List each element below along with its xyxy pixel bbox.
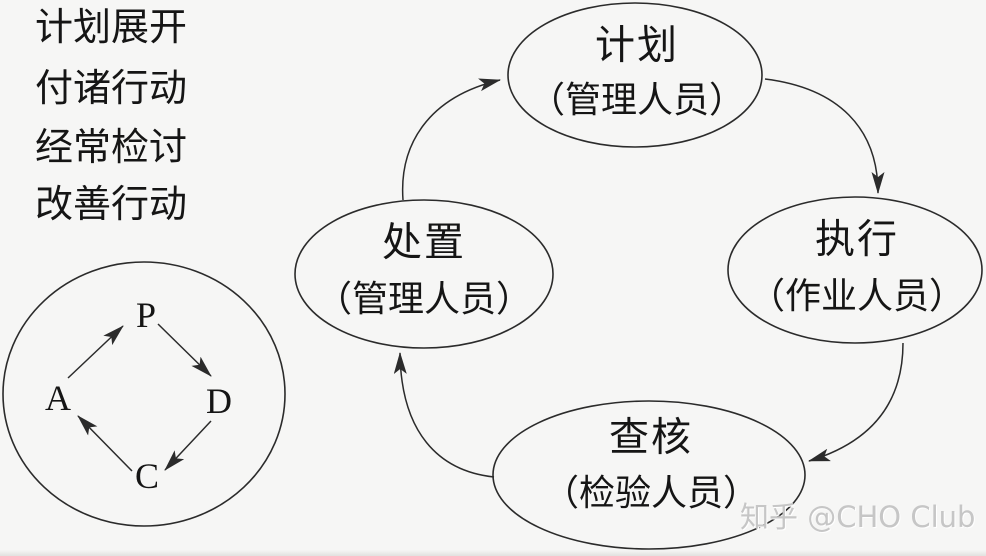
plan-node-title: 计划 [595, 23, 679, 68]
act-node-subtitle: （管理人员） [316, 279, 532, 319]
do-node-subtitle: （作业人员） [749, 276, 965, 316]
letter-a: A [45, 378, 71, 418]
note-line-3: 经常检讨 [35, 127, 187, 169]
arrow-check-to-act [393, 352, 495, 478]
arrow-p-to-d [157, 323, 212, 377]
note-line-1: 计划展开 [35, 7, 187, 49]
do-node-title: 执行 [815, 217, 899, 262]
arrow-c-to-a [77, 415, 133, 472]
arrow-act-to-plan [401, 78, 501, 201]
act-node-title: 处置 [382, 220, 466, 265]
letter-c: C [135, 456, 159, 496]
letter-d: D [206, 381, 232, 421]
pdca-main-cycle: 计划 （管理人员） 执行 （作业人员） 查核 （检验人员） 处置 （管理人员） [294, 2, 983, 550]
notes-block: 计划展开 付诸行动 经常检讨 改善行动 [35, 7, 187, 226]
check-node-title: 查核 [609, 415, 693, 460]
letter-p: P [136, 295, 156, 335]
act-node-ellipse [294, 199, 554, 349]
arrow-plan-to-do [764, 78, 885, 194]
arrow-a-to-p [67, 325, 124, 379]
note-line-4: 改善行动 [35, 184, 187, 226]
arrow-d-to-c [164, 420, 212, 471]
do-node-ellipse [727, 196, 983, 344]
zhihu-watermark: 知乎 @CHO Club [740, 500, 975, 534]
pdca-circle-outline [2, 261, 286, 527]
check-node-subtitle: （检验人员） [543, 473, 759, 513]
pdca-mini-cycle: P D C A [2, 261, 286, 527]
note-line-2: 付诸行动 [35, 68, 187, 110]
plan-node-ellipse [507, 2, 763, 148]
check-node-ellipse [492, 400, 806, 550]
arrow-do-to-check [808, 342, 904, 462]
plan-node-subtitle: （管理人员） [529, 80, 745, 120]
